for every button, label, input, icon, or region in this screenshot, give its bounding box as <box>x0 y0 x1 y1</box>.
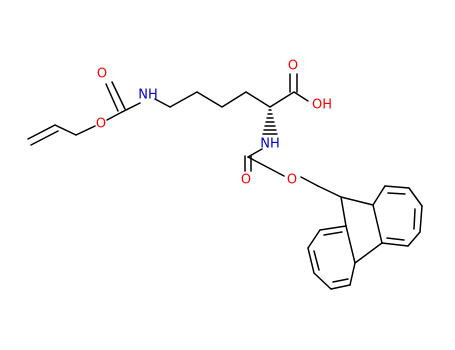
bond-ring-l-3i <box>313 250 320 271</box>
atom-n-alpha: NH <box>260 137 280 152</box>
bond-ring-r-4 <box>419 205 423 233</box>
atom-o-allyl-carbonyl: O <box>97 67 107 82</box>
bond-chain-3 <box>221 91 247 108</box>
bond-ring-l-5i <box>332 278 349 283</box>
bond-alpha-carboxyl <box>269 91 295 108</box>
bonds <box>27 73 423 290</box>
bond-c9-c8a <box>340 196 374 206</box>
bond-ch2-o <box>75 125 96 136</box>
bond-ring-r-2 <box>384 185 410 189</box>
bond-vinyl-double-2 <box>30 130 59 146</box>
bond-ring-r-6 <box>381 242 409 247</box>
bond-acid-c-oh <box>293 91 309 102</box>
bond-c4a-c4b <box>354 242 383 264</box>
bond-carbamate-co-2 <box>111 81 126 110</box>
atom-o-fmoc-carbonyl: O <box>241 173 251 188</box>
bond-c8a-c4b <box>372 204 383 244</box>
bond-c9-c9a <box>340 196 347 227</box>
atom-n-epsilon: NH <box>138 88 158 103</box>
bond-ring-r-5 <box>407 231 421 247</box>
bond-ring-l-1 <box>319 225 347 231</box>
bond-n-eps-ch2 <box>154 98 171 108</box>
bond-carbamate-c-n <box>121 102 141 113</box>
bond-ch2-c9 <box>317 185 342 198</box>
atom-labels: O O NH O OH NH O O <box>96 59 332 188</box>
bond-chain-2 <box>196 91 223 108</box>
bond-carbamate-co-1 <box>105 83 119 112</box>
bond-ring-l-5 <box>330 284 351 290</box>
bond-ring-r-1 <box>372 185 386 206</box>
bond-fmoc-c-o <box>247 156 285 177</box>
bond-o-carbamate-c <box>106 111 123 121</box>
hashed-wedge-bond <box>262 109 278 135</box>
atom-o-acid-carbonyl: O <box>288 59 298 74</box>
atom-o-allyl-ester: O <box>96 117 106 132</box>
atom-oh-acid: OH <box>312 98 332 113</box>
bond-c9a-c4a <box>345 225 356 264</box>
bond-ring-l-3 <box>307 247 315 274</box>
bond-ring-l-4 <box>313 272 332 290</box>
bond-ring-l-1i <box>323 231 343 236</box>
bond-chain-4 <box>245 91 271 108</box>
bond-ring-r-2i <box>387 192 406 195</box>
bond-chain-1 <box>169 91 198 108</box>
bond-ring-r-3 <box>408 187 423 207</box>
bond-vinyl-ch2 <box>54 124 77 136</box>
bond-ring-r-4i <box>413 208 416 230</box>
bond-vinyl-double-1 <box>27 124 56 140</box>
bond-ring-l-6 <box>349 262 356 286</box>
bond-ring-r-6i <box>386 237 405 241</box>
bond-ring-l-2 <box>307 229 321 249</box>
bond-fmoc-o-ch2 <box>300 176 319 187</box>
atom-o-fmoc-ester: O <box>287 173 297 188</box>
